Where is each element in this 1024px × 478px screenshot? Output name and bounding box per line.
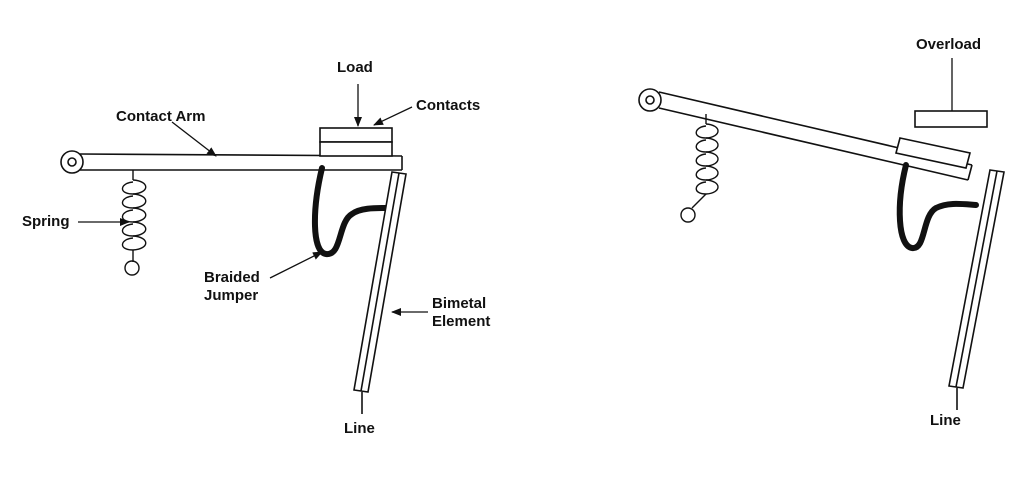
bimetal-element-label: Bimetal Element (432, 295, 490, 331)
braided-jumper-label-line1: Braided (204, 269, 260, 286)
right-moving-contact (895, 137, 971, 169)
bimetal-element-label-line2: Element (432, 313, 491, 330)
right-braided-jumper (896, 162, 979, 251)
left-contacts (319, 127, 393, 157)
contact-arm-label: Contact Arm (116, 108, 206, 125)
spring-label: Spring (22, 213, 70, 230)
contacts-label: Contacts (416, 97, 481, 114)
left-line-label: Line (344, 420, 375, 437)
left-panel-normal-state (60, 84, 428, 414)
braided-jumper-label-line2: Jumper (204, 287, 259, 304)
left-spring (121, 170, 147, 276)
bimetal-element-label-line1: Bimetal (432, 295, 487, 312)
right-panel-tripped-state (638, 58, 1005, 410)
right-contact-arm (658, 91, 973, 181)
left-arrows (78, 84, 428, 316)
left-bimetal-element (353, 171, 407, 414)
left-pivot (60, 150, 84, 174)
right-spring (680, 114, 719, 223)
left-braided-jumper (312, 165, 389, 257)
right-pivot (638, 88, 662, 112)
braided-jumper-label: Braided Jumper (204, 269, 260, 305)
right-overload-contact (914, 110, 988, 128)
load-label: Load (337, 59, 373, 76)
right-line-label: Line (930, 412, 961, 429)
right-bimetal-element (948, 169, 1005, 410)
overload-label: Overload (916, 36, 982, 53)
